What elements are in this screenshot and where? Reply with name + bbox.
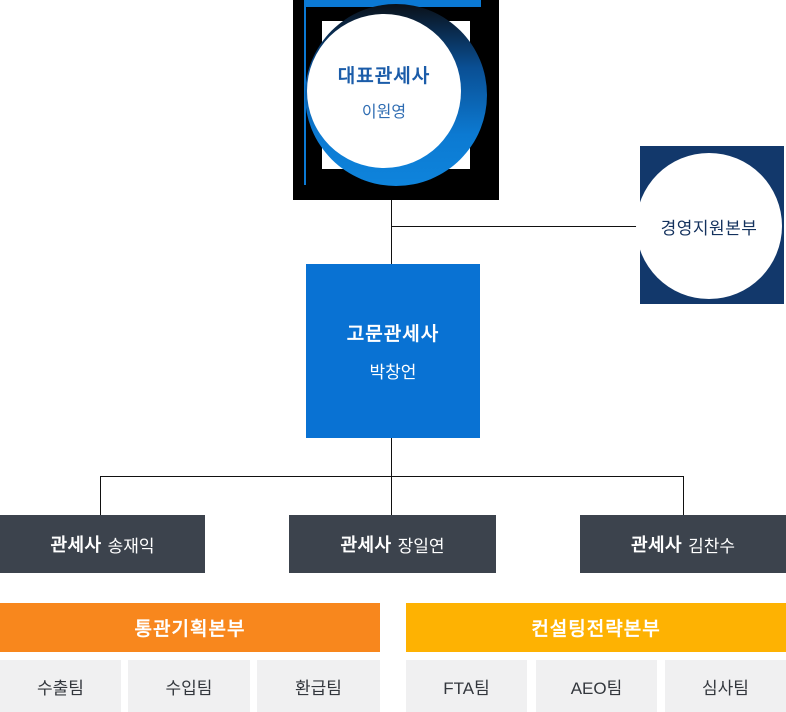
team-box-fta: FTA팀 [406, 660, 527, 712]
connector-advisor-down [391, 438, 392, 476]
connector-broker-2 [391, 476, 392, 515]
advisor-name: 박창언 [369, 363, 417, 382]
broker-2-title: 관세사 [340, 535, 392, 555]
advisor-box: 고문관세사 박창언 [306, 264, 480, 438]
team-box-export: 수출팀 [0, 660, 121, 712]
management-division-circle: 경영지원본부 [636, 153, 782, 299]
connector-ceo-advisor [391, 200, 392, 264]
team-box-import: 수입팀 [128, 660, 250, 712]
hero-top-strip-decoration [306, 0, 481, 7]
ceo-circle: 대표관세사 이원영 [307, 14, 461, 168]
team-box-aeo: AEO팀 [536, 660, 657, 712]
broker-3-title: 관세사 [630, 535, 683, 555]
ceo-badge: 대표관세사 이원영 [293, 0, 499, 200]
broker-3-name: 김찬수 [688, 536, 736, 556]
connector-broker-1 [100, 476, 101, 515]
team-box-audit: 심사팀 [665, 660, 786, 712]
connector-to-management [391, 226, 637, 227]
management-division-label: 경영지원본부 [660, 218, 758, 238]
team-box-refund: 환급팀 [257, 660, 380, 712]
broker-box-2: 관세사 장일연 [289, 515, 496, 573]
ceo-name: 이원영 [361, 103, 407, 121]
management-division-badge: 경영지원본부 [636, 146, 784, 304]
broker-box-3: 관세사 김찬수 [580, 515, 786, 573]
connector-brokers-horizontal [100, 476, 684, 477]
ceo-title: 대표관세사 [337, 65, 431, 87]
broker-1-name: 송재익 [107, 536, 155, 556]
broker-1-title: 관세사 [50, 535, 102, 555]
broker-box-1: 관세사 송재익 [0, 515, 205, 573]
broker-2-name: 장일연 [397, 536, 445, 556]
division-bar-customs-planning: 통관기획본부 [0, 603, 380, 652]
advisor-title: 고문관세사 [346, 324, 440, 345]
connector-broker-3 [683, 476, 684, 515]
division-bar-consulting-strategy: 컨설팅전략본부 [406, 603, 786, 652]
